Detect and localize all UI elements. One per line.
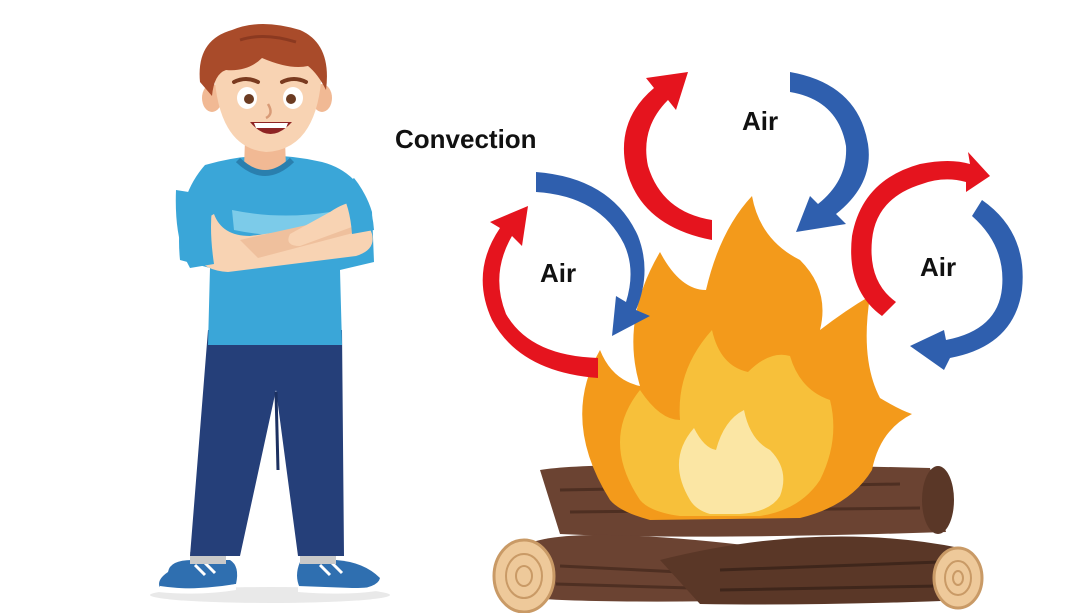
right-shoe: [297, 560, 382, 594]
pants: [190, 330, 344, 556]
warm-air-arrow-top: [623, 72, 712, 240]
air-label-top: Air: [742, 106, 778, 136]
log-front-right: [660, 536, 984, 610]
campfire-illustration: [492, 196, 984, 613]
cool-air-arrow-top: [790, 72, 869, 232]
arm-upper: [288, 202, 368, 246]
flame-inner: [678, 410, 784, 514]
air-label-right: Air: [920, 252, 956, 282]
warm-air-arrow-left: [482, 206, 598, 378]
convection-title: Convection: [395, 124, 537, 154]
air-label-left: Air: [540, 258, 576, 288]
person-illustration: [150, 24, 390, 603]
head: [199, 24, 332, 152]
convection-arrows: [482, 72, 1023, 378]
left-shoe: [158, 560, 238, 594]
cool-air-arrow-left: [536, 172, 650, 336]
warm-air-arrow-right: [851, 152, 990, 316]
cool-air-arrow-right: [910, 200, 1023, 370]
